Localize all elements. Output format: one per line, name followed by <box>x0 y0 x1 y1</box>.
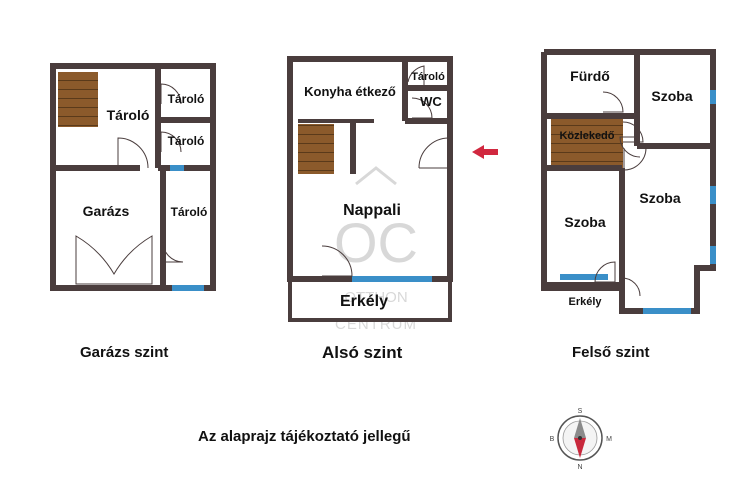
window <box>170 165 184 171</box>
room-label-bathroom: Fürdő <box>570 68 610 84</box>
room-label-wc: WC <box>420 94 442 109</box>
room-label-storage: Tároló <box>411 71 445 83</box>
room-label-hallway: Közlekedő <box>559 130 614 142</box>
compass-south-label: N <box>577 464 582 471</box>
room-label-storage-1: Tároló <box>168 92 205 106</box>
room-label-storage-main: Tároló <box>107 107 150 123</box>
garage-level-plan: Tároló Tároló Tároló Tároló Garázs <box>50 63 216 291</box>
outer-wall <box>50 63 216 291</box>
room-label-room-3: Szoba <box>564 214 605 230</box>
room-label-balcony: Erkély <box>340 293 388 310</box>
staircase <box>58 72 98 127</box>
watermark-logo: OC <box>334 211 418 274</box>
upper-level-plan: Fürdő Szoba Közlekedő Szoba Szoba Erkély <box>541 49 716 314</box>
door-swings <box>594 91 647 297</box>
door-swings <box>321 65 450 277</box>
compass-west-label: B <box>550 436 555 443</box>
staircase <box>298 124 334 174</box>
staircase <box>551 116 623 168</box>
room-label-room-1: Szoba <box>651 88 692 104</box>
entrance-arrow-icon <box>472 145 498 159</box>
window <box>352 276 432 282</box>
window <box>710 246 716 264</box>
room-label-storage-2: Tároló <box>168 134 205 148</box>
caption-lower-level: Alsó szint <box>322 343 403 362</box>
room-label-storage-3: Tároló <box>171 205 208 219</box>
window <box>643 308 691 314</box>
room-label-balcony: Erkély <box>568 296 602 308</box>
room-label-room-2: Szoba <box>639 190 680 206</box>
caption-upper-level: Felső szint <box>572 344 650 361</box>
window <box>172 285 204 291</box>
room-label-living: Nappali <box>343 202 401 219</box>
window <box>560 274 608 280</box>
room-label-kitchen: Konyha étkező <box>304 84 396 99</box>
window <box>710 90 716 104</box>
lower-level-plan: Konyha étkező Tároló WC Nappali Erkély <box>287 56 498 322</box>
compass-north-label: S <box>578 408 583 415</box>
watermark-line1: OTTHON <box>344 289 407 306</box>
caption-garage-level: Garázs szint <box>80 344 169 361</box>
compass-east-label: M <box>606 436 612 443</box>
compass-icon: S N M B <box>550 408 612 471</box>
room-label-garage: Garázs <box>83 203 130 219</box>
disclaimer-text: Az alaprajz tájékoztató jellegű <box>198 428 411 445</box>
door-swings <box>75 83 184 285</box>
window <box>710 186 716 204</box>
